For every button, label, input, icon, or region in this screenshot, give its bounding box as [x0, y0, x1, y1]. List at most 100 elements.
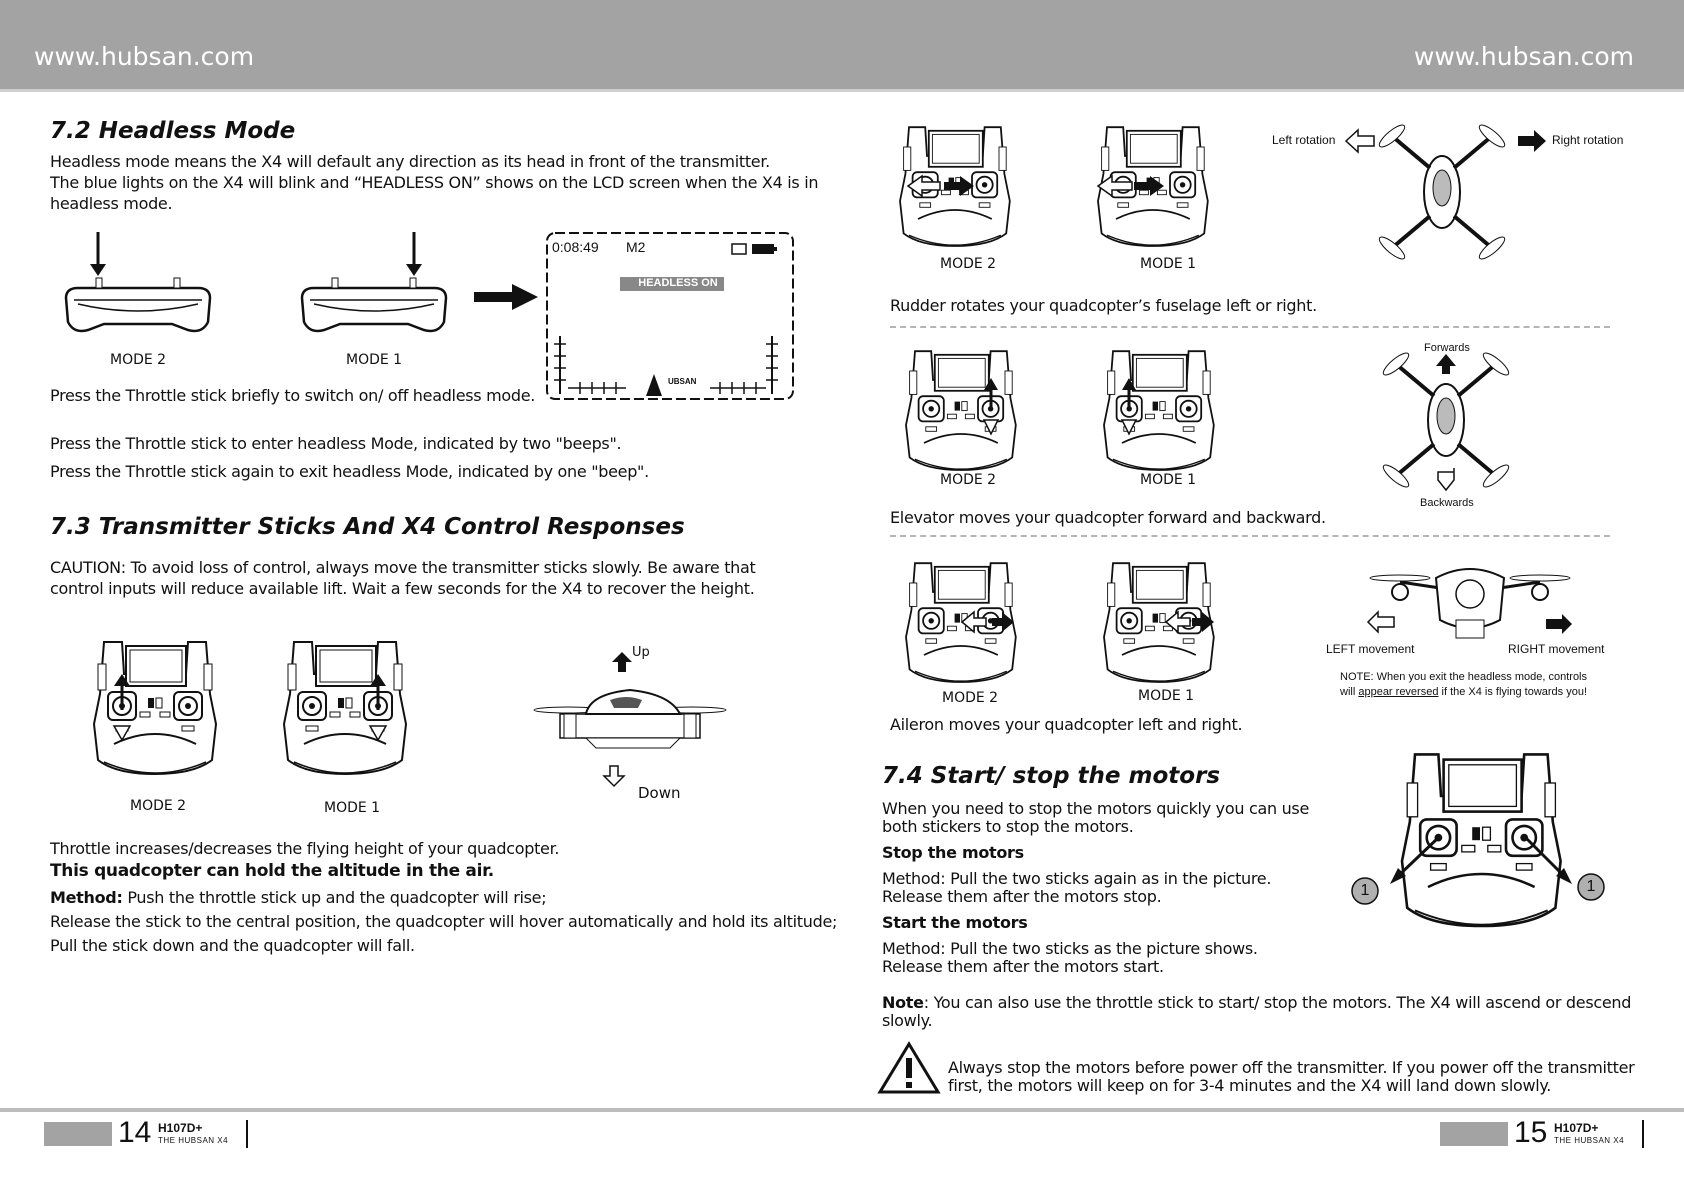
lcd-logo: UBSAN — [668, 377, 697, 386]
backwards-label: Backwards — [1420, 497, 1474, 509]
forwards-label: Forwards — [1424, 342, 1470, 354]
note-part-a: will — [1340, 686, 1359, 698]
right-movement-arrow-icon — [1546, 614, 1572, 634]
callout-badge-left — [1351, 877, 1379, 905]
transmitter-rudder-mode2 — [899, 126, 1011, 247]
mode2-label-headless: MODE 2 — [110, 352, 167, 368]
drone-front-view — [1369, 568, 1571, 639]
transmitter-rudder-mode1 — [1096, 126, 1209, 247]
left-rotation-arrow-icon — [1344, 128, 1375, 154]
caution-line-1: CAUTION: To avoid loss of control, alway… — [50, 558, 756, 577]
note-label: Note — [882, 993, 924, 1012]
lcd-screen — [546, 232, 794, 400]
throttle-text: Throttle increases/decreases the flying … — [50, 839, 560, 858]
start-method-2: Release them after the motors start. — [882, 957, 1164, 976]
note-reversed-line1: NOTE: When you exit the headless mode, c… — [1340, 671, 1588, 683]
lcd-flight-time: 0:08:49 — [552, 239, 599, 255]
drone-side-view — [533, 652, 727, 788]
website-url-left[interactable]: www.hubsan.com — [34, 42, 255, 71]
transmitter-top-mode1 — [300, 232, 448, 333]
section-7-2-title: 7.2 Headless Mode — [50, 118, 296, 144]
footer-divider-left — [246, 1120, 248, 1148]
warning-line-2: first, the motors will keep on for 3-4 m… — [948, 1076, 1552, 1095]
transmitter-throttle-mode1 — [283, 641, 407, 775]
mode1-label-throttle: MODE 1 — [324, 800, 381, 816]
section-7-4-title: 7.4 Start/ stop the motors — [882, 763, 1221, 789]
rudder-caption: Rudder rotates your quadcopter’s fuselag… — [890, 296, 1317, 315]
lcd-headless-on-badge: HEADLESS ON — [638, 277, 718, 289]
page-number-right: 15 — [1514, 1116, 1548, 1149]
arrow-right-icon — [474, 284, 538, 310]
caution-line-2: control inputs will reduce available lif… — [50, 579, 755, 598]
start-stop-intro-1: When you need to stop the motors quickly… — [882, 799, 1309, 818]
release-text: Release the stick to the central positio… — [50, 912, 838, 931]
mode1-label-aileron: MODE 1 — [1138, 688, 1195, 704]
drone-rotation-view — [1374, 119, 1510, 265]
note-part-b: appear reversed — [1358, 686, 1439, 698]
elevator-caption: Elevator moves your quadcopter forward a… — [890, 508, 1326, 527]
mode2-label-aileron: MODE 2 — [942, 690, 999, 706]
method-text: Push the throttle stick up and the quadc… — [122, 888, 547, 907]
footer-line — [0, 1108, 1684, 1112]
website-url-right[interactable]: www.hubsan.com — [1413, 42, 1634, 71]
transmitter-elevator-mode1 — [1103, 350, 1215, 471]
down-label: Down — [638, 784, 681, 802]
left-movement-arrow-icon — [1366, 610, 1395, 634]
footer-block-left — [44, 1122, 112, 1146]
warning-line-1: Always stop the motors before power off … — [948, 1058, 1635, 1077]
drone-elevator-view — [1378, 347, 1514, 493]
callout-number-left: 1 — [1360, 882, 1370, 899]
enter-headless-text: Press the Throttle stick to enter headle… — [50, 434, 622, 453]
note-text: : You can also use the throttle stick to… — [923, 993, 1632, 1012]
note-throttle-line-2: slowly. — [882, 1011, 933, 1030]
up-label: Up — [632, 645, 650, 660]
note-throttle-line: Note: You can also use the throttle stic… — [882, 992, 1631, 1013]
exit-headless-text: Press the Throttle stick again to exit h… — [50, 462, 649, 481]
method-line: Method: Push the throttle stick up and t… — [50, 887, 547, 908]
headless-para-2: The blue lights on the X4 will blink and… — [50, 173, 819, 192]
mode2-label-elevator: MODE 2 — [940, 472, 997, 488]
right-movement-label: RIGHT movement — [1508, 642, 1605, 656]
callout-number-right: 1 — [1586, 878, 1596, 895]
callout-badge-right — [1577, 873, 1605, 901]
transmitter-start-stop — [1390, 753, 1572, 928]
pull-text: Pull the stick down and the quadcopter w… — [50, 936, 415, 955]
mode2-label-rudder: MODE 2 — [940, 256, 997, 272]
start-motors-heading: Start the motors — [882, 913, 1028, 932]
transmitter-top-mode2 — [64, 232, 212, 333]
aileron-caption: Aileron moves your quadcopter left and r… — [890, 715, 1243, 734]
page-number-left: 14 — [118, 1116, 152, 1149]
footer-sub-right: THE HUBSAN X4 — [1554, 1136, 1625, 1145]
transmitter-elevator-mode2 — [905, 350, 1017, 471]
section-7-3-title: 7.3 Transmitter Sticks And X4 Control Re… — [50, 514, 685, 540]
headless-para-3: headless mode. — [50, 194, 173, 213]
left-rotation-label: Left rotation — [1272, 133, 1336, 147]
transmitter-aileron-mode2 — [905, 562, 1017, 683]
right-rotation-label: Right rotation — [1552, 133, 1624, 147]
press-briefly-text: Press the Throttle stick briefly to swit… — [50, 386, 536, 405]
start-stop-intro-2: both stickers to stop the motors. — [882, 817, 1134, 836]
divider — [890, 326, 1610, 328]
footer-model-left: H107D+ — [158, 1121, 203, 1135]
note-part-c: if the X4 is flying towards you! — [1438, 686, 1588, 698]
mode1-label-rudder: MODE 1 — [1140, 256, 1197, 272]
stop-method-1: Method: Pull the two sticks again as in … — [882, 869, 1272, 888]
headless-para-1: Headless mode means the X4 will default … — [50, 152, 770, 171]
lcd-mode: M2 — [626, 239, 646, 255]
mode1-label-headless: MODE 1 — [346, 352, 403, 368]
start-method-1: Method: Pull the two sticks as the pictu… — [882, 939, 1258, 958]
footer-model-right: H107D+ — [1554, 1121, 1599, 1135]
hold-altitude-text: This quadcopter can hold the altitude in… — [50, 861, 494, 881]
stop-method-2: Release them after the motors stop. — [882, 887, 1162, 906]
transmitter-throttle-mode2 — [93, 641, 217, 775]
method-label: Method: — [50, 888, 123, 907]
warning-icon — [877, 1041, 941, 1094]
mode2-label-throttle: MODE 2 — [130, 798, 187, 814]
footer-sub-left: THE HUBSAN X4 — [158, 1136, 229, 1145]
stop-motors-heading: Stop the motors — [882, 843, 1024, 862]
footer-block-right — [1440, 1122, 1508, 1146]
transmitter-aileron-mode1 — [1103, 562, 1215, 683]
left-movement-label: LEFT movement — [1326, 642, 1415, 656]
note-reversed-line2: will appear reversed if the X4 is flying… — [1340, 686, 1587, 698]
footer-divider-right — [1642, 1120, 1644, 1148]
